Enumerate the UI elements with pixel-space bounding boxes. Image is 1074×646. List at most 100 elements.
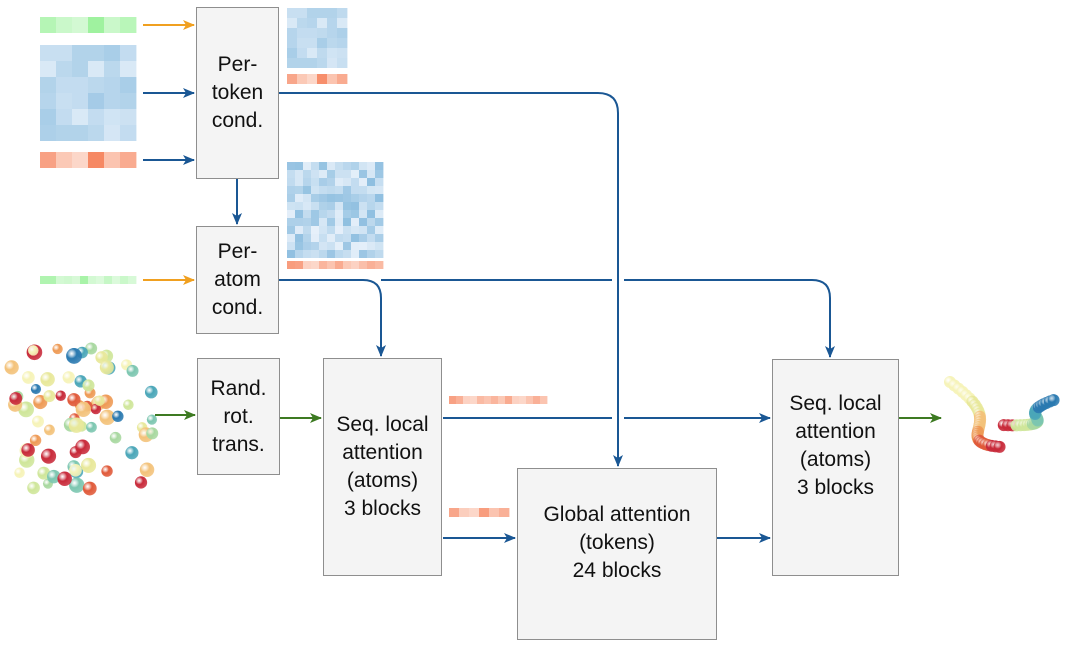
- heatmap-cell: [56, 276, 65, 284]
- heatmap-cell: [491, 396, 499, 404]
- heatmap-cell: [327, 210, 336, 218]
- heatmap-cell: [287, 58, 298, 68]
- heatmap-cell: [56, 109, 73, 125]
- atom-sphere: [1047, 394, 1060, 407]
- atom-features-green-vector: [40, 276, 137, 284]
- heatmap-cell: [307, 28, 318, 38]
- heatmap-cell: [359, 194, 368, 202]
- heatmap-cell: [375, 226, 384, 234]
- heatmap-cell: [319, 218, 328, 226]
- heatmap-cell: [367, 194, 376, 202]
- heatmap-cell: [287, 162, 296, 170]
- heatmap-cell: [351, 250, 360, 258]
- heatmap-cell: [297, 28, 308, 38]
- arrow-per-atom-to-local-1: [279, 279, 386, 357]
- heatmap-cell: [319, 194, 328, 202]
- heatmap-cell: [327, 178, 336, 186]
- seq-local-attention-label-1: Seq. local attention (atoms) 3 blocks: [336, 413, 429, 520]
- random-rotation-translation-box: Rand. rot. trans.: [197, 358, 280, 475]
- atom-sphere: [90, 403, 102, 415]
- heatmap-cell: [295, 261, 304, 269]
- heatmap-cell: [56, 45, 73, 61]
- heatmap-cell: [303, 162, 312, 170]
- heatmap-cell: [375, 250, 384, 258]
- heatmap-cell: [479, 508, 490, 517]
- heatmap-cell: [88, 77, 105, 93]
- heatmap-cell: [343, 218, 352, 226]
- heatmap-cell: [311, 178, 320, 186]
- heatmap-cell: [335, 234, 344, 242]
- heatmap-cell: [120, 77, 137, 93]
- heatmap-cell: [40, 93, 57, 109]
- heatmap-cell: [343, 178, 352, 186]
- heatmap-cell: [317, 58, 328, 68]
- atom-sphere: [81, 457, 97, 473]
- heatmap-cell: [317, 74, 328, 84]
- heatmap-cell: [319, 234, 328, 242]
- heatmap-cell: [512, 396, 520, 404]
- heatmap-cell: [319, 210, 328, 218]
- heatmap-cell: [120, 276, 129, 284]
- atom-sphere: [43, 390, 56, 403]
- atom-sphere: [44, 424, 55, 436]
- heatmap-cell: [297, 8, 308, 18]
- heatmap-cell: [351, 261, 360, 269]
- arrow-per-atom-to-local-2: [381, 279, 830, 357]
- heatmap-cell: [367, 234, 376, 242]
- heatmap-cell: [128, 276, 137, 284]
- atom-sphere: [9, 392, 23, 405]
- heatmap-cell: [359, 226, 368, 234]
- heatmap-cell: [351, 202, 360, 210]
- heatmap-cell: [319, 242, 328, 250]
- heatmap-cell: [519, 396, 527, 404]
- heatmap-cell: [120, 93, 137, 109]
- heatmap-cell: [287, 18, 298, 28]
- heatmap-cell: [303, 218, 312, 226]
- token-features-green-vector: [40, 17, 137, 33]
- heatmap-cell: [335, 186, 344, 194]
- heatmap-cell: [335, 202, 344, 210]
- heatmap-cell: [88, 276, 97, 284]
- heatmap-cell: [351, 162, 360, 170]
- per-token-conditioning-label: Per- token cond.: [211, 53, 264, 132]
- heatmap-cell: [104, 17, 121, 33]
- heatmap-cell: [295, 210, 304, 218]
- heatmap-cell: [303, 186, 312, 194]
- atom-sphere: [126, 364, 139, 377]
- heatmap-cell: [367, 218, 376, 226]
- seq-local-attention-box-2: Seq. local attention (atoms) 3 blocks: [772, 359, 899, 576]
- heatmap-cell: [351, 186, 360, 194]
- heatmap-cell: [319, 162, 328, 170]
- atom-sphere: [27, 481, 40, 495]
- heatmap-cell: [351, 218, 360, 226]
- heatmap-cell: [327, 226, 336, 234]
- heatmap-cell: [477, 396, 485, 404]
- heatmap-cell: [311, 242, 320, 250]
- heatmap-cell: [327, 38, 338, 48]
- heatmap-cell: [72, 109, 89, 125]
- heatmap-cell: [88, 61, 105, 77]
- heatmap-cell: [351, 170, 360, 178]
- input-noisy-atom-cloud: [4, 342, 159, 496]
- heatmap-cell: [327, 261, 336, 269]
- heatmap-cell: [287, 170, 296, 178]
- heatmap-cell: [463, 396, 471, 404]
- atom-sphere: [37, 466, 51, 480]
- heatmap-cell: [56, 93, 73, 109]
- heatmap-cell: [88, 93, 105, 109]
- atom-sphere: [30, 383, 42, 395]
- arrow-per-token-to-global: [279, 92, 623, 467]
- heatmap-cell: [311, 226, 320, 234]
- heatmap-cell: [297, 74, 308, 84]
- heatmap-cell: [359, 186, 368, 194]
- atom-sphere: [4, 360, 19, 375]
- heatmap-cell: [343, 210, 352, 218]
- heatmap-cell: [359, 242, 368, 250]
- heatmap-cell: [72, 276, 81, 284]
- heatmap-cell: [287, 242, 296, 250]
- heatmap-cell: [351, 178, 360, 186]
- heatmap-cell: [367, 250, 376, 258]
- heatmap-cell: [499, 508, 510, 517]
- heatmap-cell: [498, 396, 506, 404]
- heatmap-cell: [311, 202, 320, 210]
